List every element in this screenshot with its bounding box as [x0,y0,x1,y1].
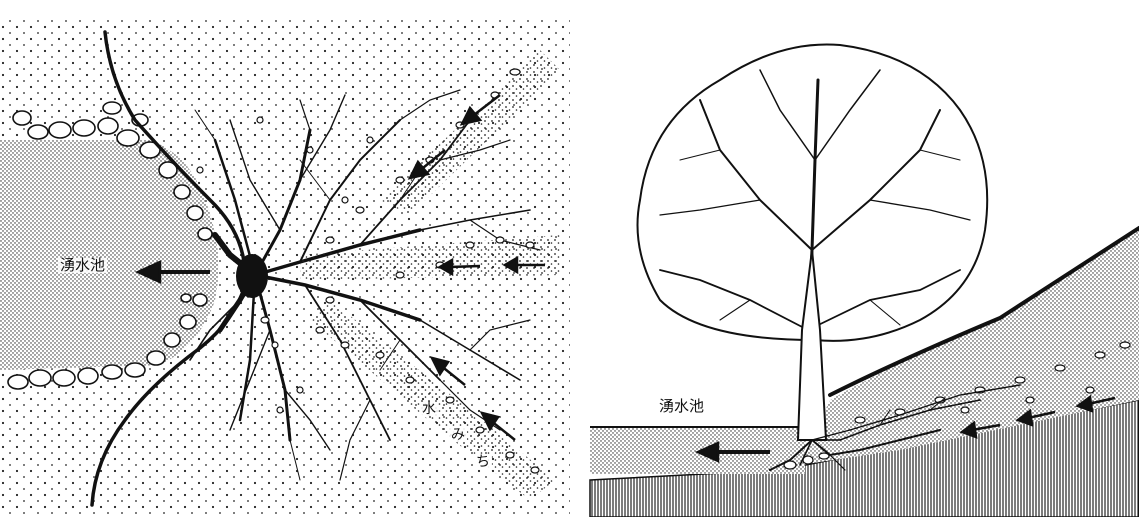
plan-root-core [236,254,268,298]
section-pond-label: 湧水池 [657,399,706,414]
water-path-label-char-1: 水 [420,402,438,416]
water-path-label-char-2: み [449,428,467,442]
water-path-label-char-3: ち [474,455,492,469]
section-pond [590,427,805,474]
section-view-panel [590,44,1139,517]
plan-pond-label: 湧水池 [58,258,107,273]
